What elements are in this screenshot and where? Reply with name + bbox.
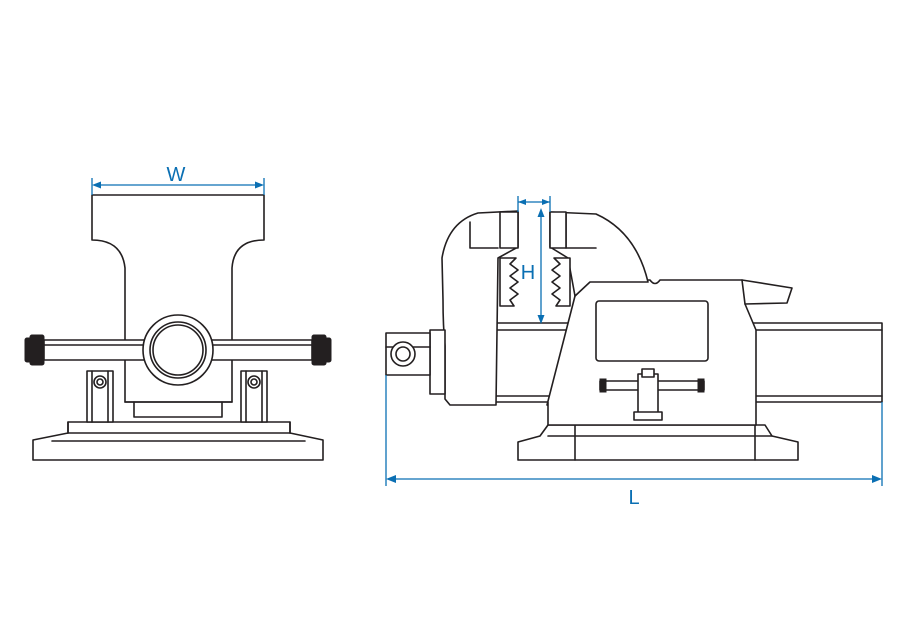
width-label: W: [167, 164, 186, 186]
vise-front-view: [24, 194, 332, 461]
vise-side-view: [385, 210, 883, 461]
side-movable-jaw-plate: [499, 211, 519, 249]
side-fixed-jaw-plate: [549, 211, 567, 249]
height-dimension: H: [517, 196, 551, 324]
width-dimension: W: [91, 164, 265, 195]
side-body-label-plate: [595, 300, 709, 362]
front-jaw-body: [91, 194, 265, 418]
length-label: L: [628, 487, 639, 509]
front-lock-bolt-right: [240, 370, 268, 423]
side-movable-jaw: [441, 210, 519, 406]
front-handle-knob-left: [24, 334, 45, 366]
side-pipe-jaw-right: [551, 257, 571, 307]
length-dimension: L: [385, 375, 883, 509]
side-fixed-jaw: [549, 211, 649, 297]
front-lock-bolt-left: [86, 370, 114, 423]
side-lock-lever: [599, 368, 705, 421]
side-handle-bolt: [390, 341, 416, 367]
side-spindle-housing: [429, 329, 446, 395]
front-handle-knob-right: [311, 334, 332, 366]
side-pipe-jaw-left: [499, 257, 519, 307]
height-label: H: [521, 262, 535, 284]
side-base: [517, 424, 799, 461]
